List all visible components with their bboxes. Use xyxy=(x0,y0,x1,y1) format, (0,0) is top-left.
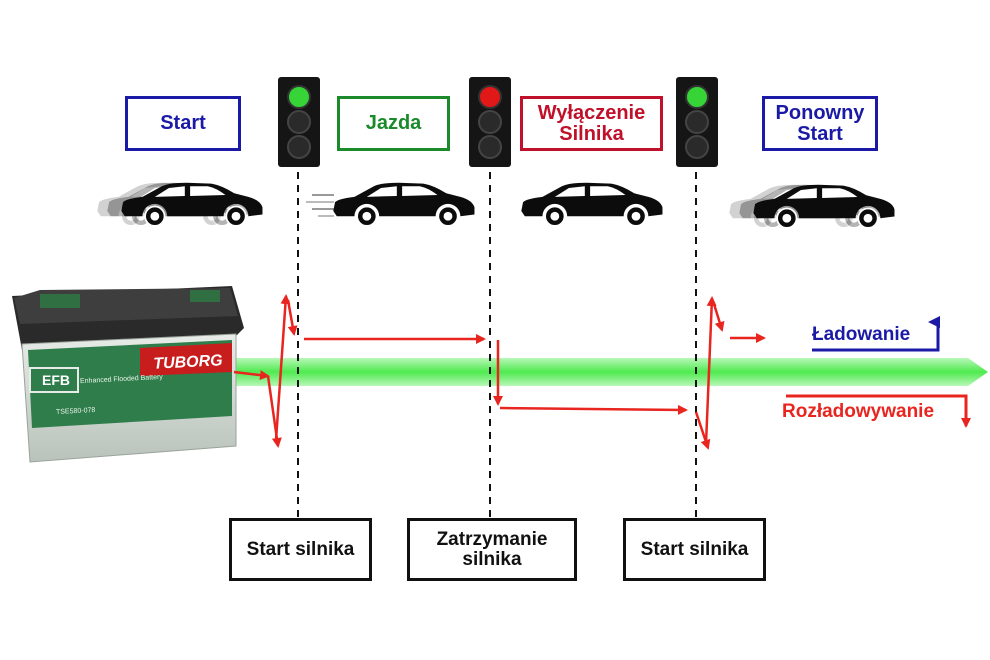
car-icon-stopped xyxy=(520,181,664,226)
car-icon-restart xyxy=(728,183,896,228)
event-engine-start-1-label: Start silnika xyxy=(246,538,355,560)
charge-arrow-icon xyxy=(812,316,940,352)
phase-start: Start xyxy=(125,96,241,151)
car-icon-start xyxy=(96,181,264,226)
event-engine-stop: Zatrzymanie silnika xyxy=(407,518,577,581)
event-engine-start-1: Start silnika xyxy=(229,518,372,581)
traffic-light-3 xyxy=(676,77,718,167)
traffic-light-2-top xyxy=(478,85,502,109)
phase-wylaczenie: Wyłączenie Silnika xyxy=(520,96,663,151)
traffic-light-1 xyxy=(278,77,320,167)
energy-flow-band xyxy=(220,358,988,386)
legend-discharge-label: Rozładowywanie xyxy=(782,401,935,422)
phase-wylaczenie-label: Wyłączenie Silnika xyxy=(537,101,646,145)
phase-ponowny-label: Ponowny Start xyxy=(775,101,865,145)
traffic-light-1-top xyxy=(287,85,311,109)
phase-jazda-label: Jazda xyxy=(365,112,422,134)
discharge-arrow-icon xyxy=(786,394,971,428)
car-icon-driving xyxy=(306,181,476,226)
event-engine-stop-label: Zatrzymanie silnika xyxy=(436,528,548,570)
battery-image xyxy=(12,286,244,463)
discharge-arrows-start-1 xyxy=(233,294,298,448)
traffic-light-2 xyxy=(469,77,511,167)
flow-arrows-driving xyxy=(304,334,688,415)
phase-ponowny: Ponowny Start xyxy=(762,96,878,151)
event-engine-start-2: Start silnika xyxy=(623,518,766,581)
phase-start-label: Start xyxy=(160,112,206,134)
phase-jazda: Jazda xyxy=(337,96,450,151)
legend-charge-label: Ładowanie xyxy=(812,324,911,345)
traffic-light-3-top xyxy=(685,85,709,109)
event-engine-start-2-label: Start silnika xyxy=(640,538,749,560)
battery-type: EFB xyxy=(42,372,70,388)
discharge-arrows-start-2 xyxy=(694,296,766,450)
